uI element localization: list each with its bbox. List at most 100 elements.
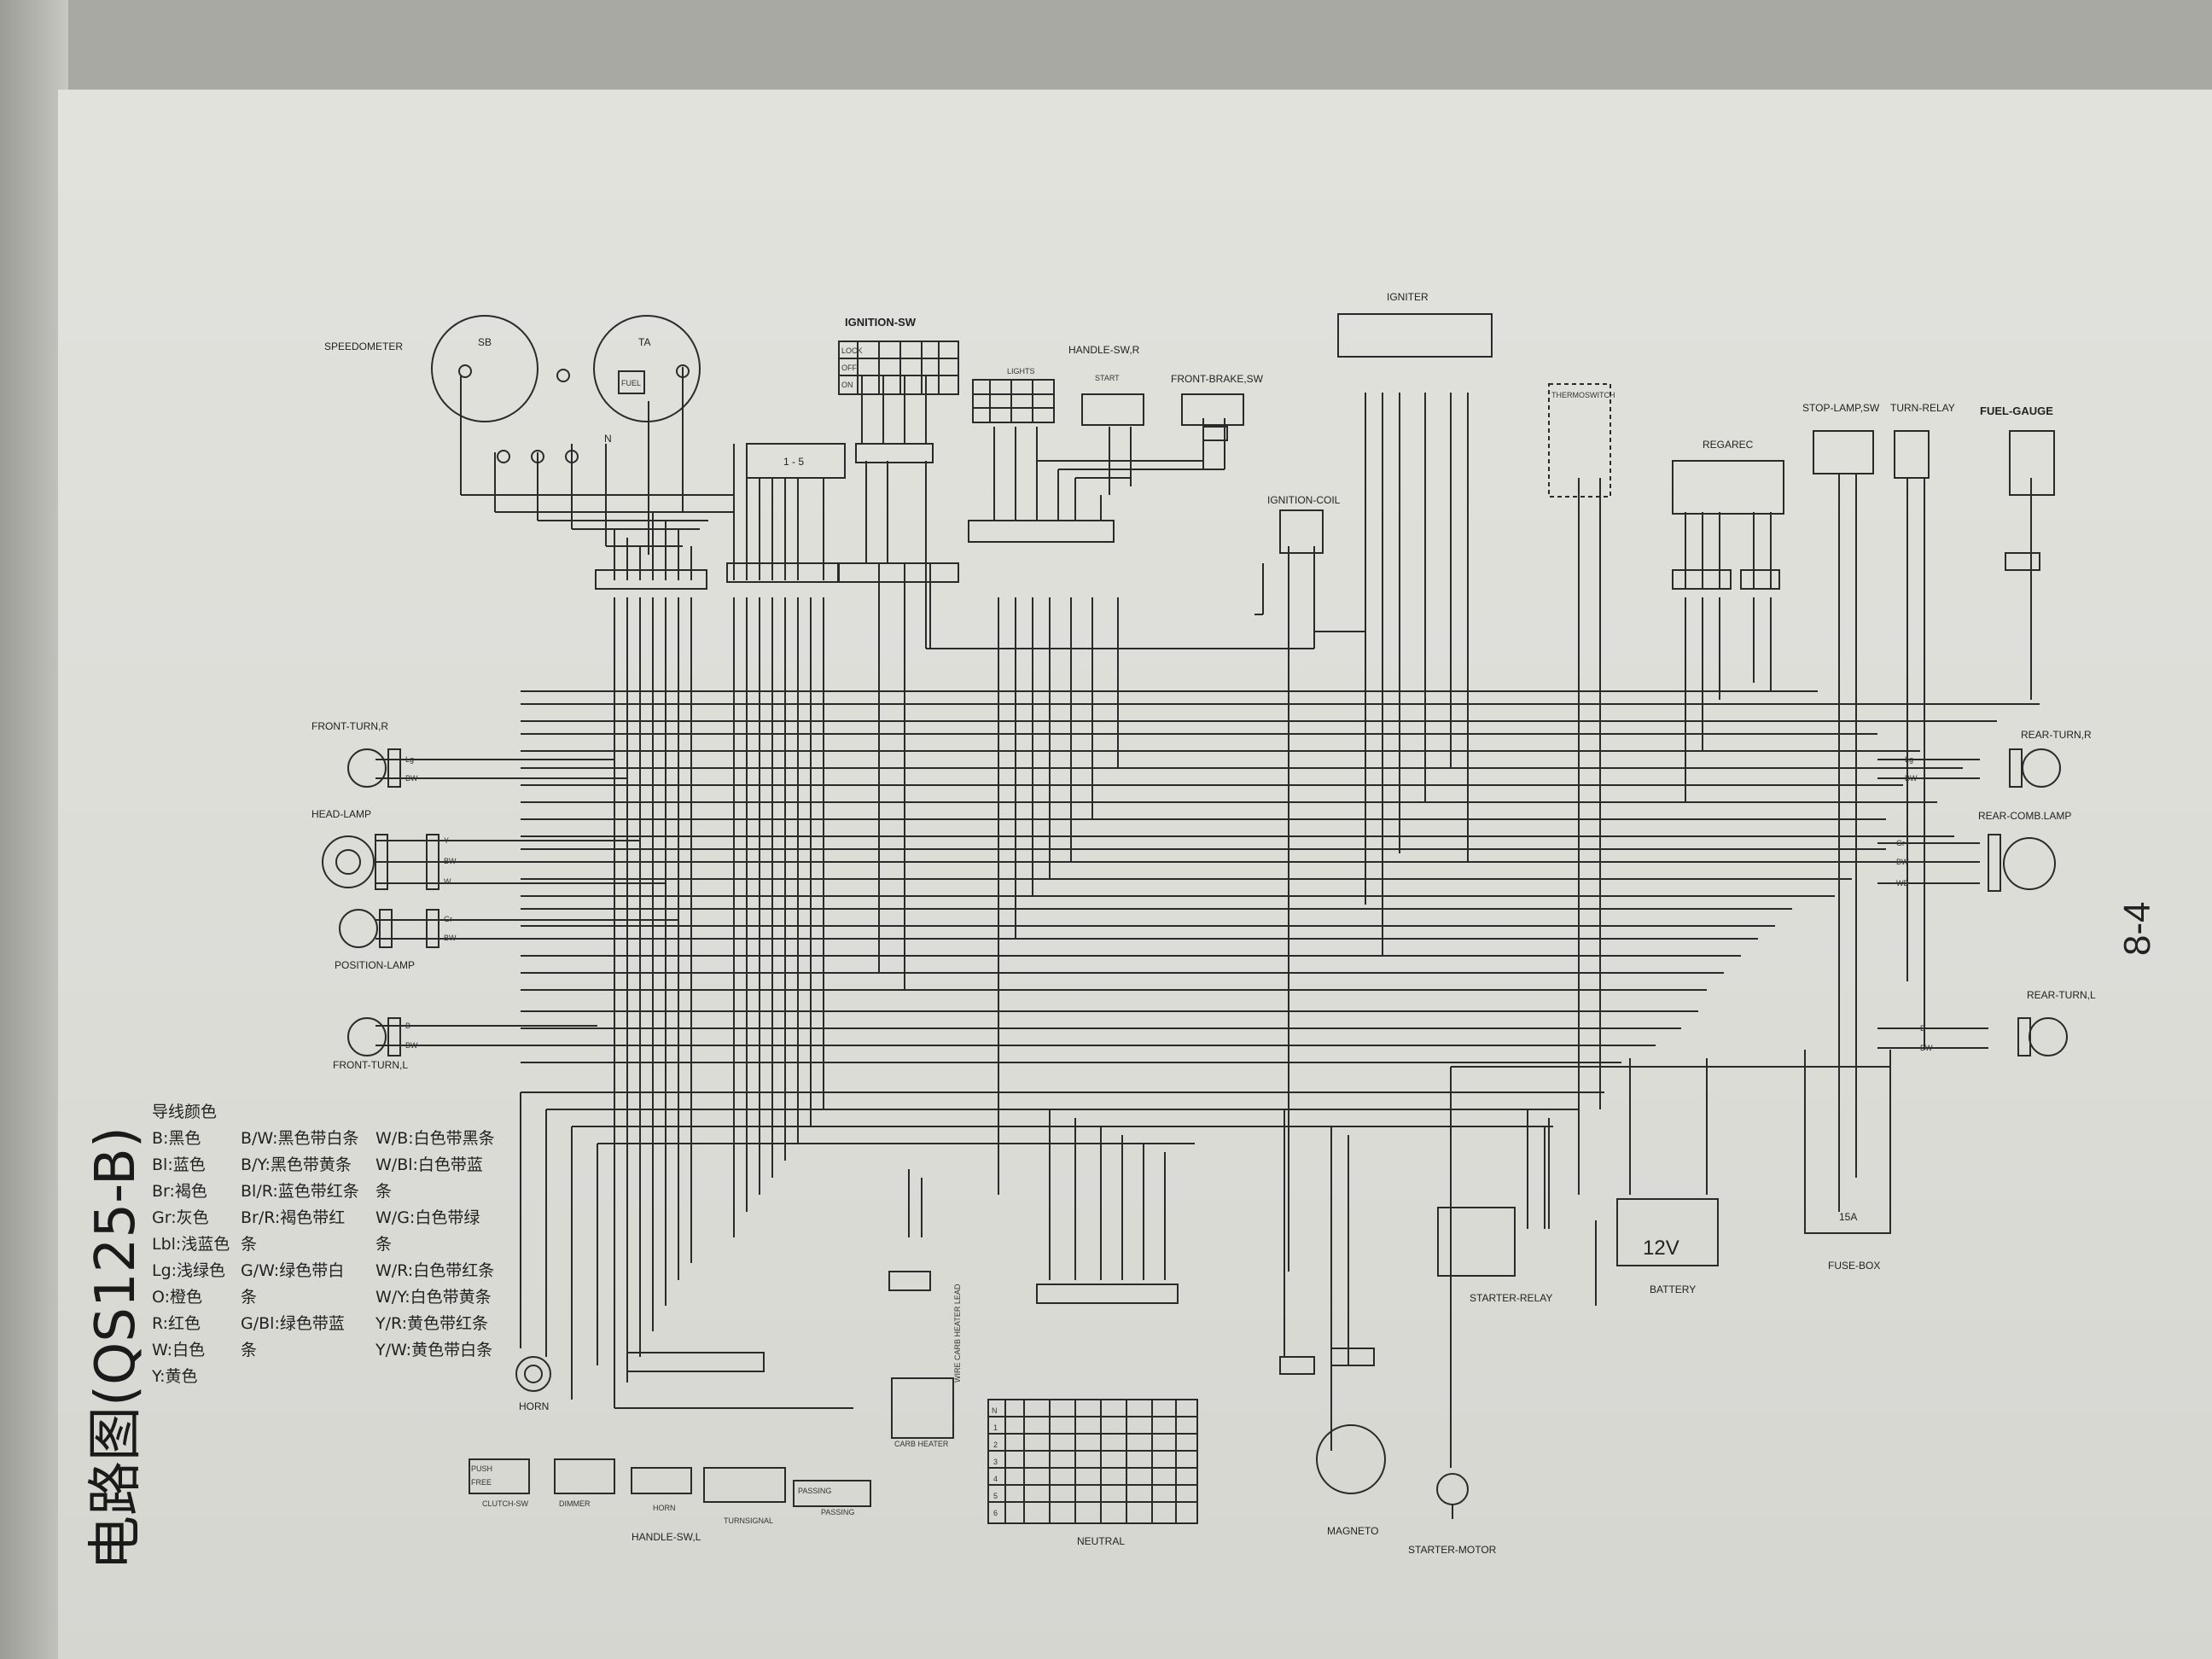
- front-brake-sw-label: FRONT-BRAKE,SW: [1171, 373, 1264, 385]
- legend-entry: Bl:蓝色: [152, 1155, 206, 1174]
- ignition-coil-label: IGNITION-COIL: [1267, 494, 1341, 506]
- legend-entry: 条: [241, 1235, 258, 1254]
- legend-entry: W/G:白色带绿: [375, 1208, 480, 1227]
- legend-entry: Br/R:褐色带红: [241, 1208, 346, 1227]
- off-label: OFF: [841, 364, 857, 372]
- legend-entry: Br:褐色: [152, 1182, 207, 1201]
- passing-sub-label: PASSING: [821, 1508, 854, 1516]
- horn-label: HORN: [519, 1400, 549, 1412]
- wire-color-legend-col2: B/W:黑色带白条 B/Y:黑色带黄条 Bl/R:蓝色带红条 Br/R:褐色带红…: [241, 1126, 359, 1364]
- passing-label: PASSING: [798, 1487, 831, 1495]
- rear-turn-l-label: REAR-TURN,L: [2027, 989, 2096, 1001]
- battery-voltage: 12V: [1643, 1237, 1679, 1260]
- rear-comb-lamp-label: REAR-COMB.LAMP: [1978, 810, 2071, 822]
- push-label: PUSH: [471, 1464, 492, 1473]
- legend-entry: R:红色: [152, 1314, 201, 1333]
- wire-carb-heater-lead-label: WIRE CARB HEATER LEAD: [953, 1284, 962, 1382]
- gear-row-6: 6: [993, 1509, 998, 1517]
- wire-tag: BW: [444, 857, 457, 865]
- regarec-label: REGAREC: [1703, 439, 1754, 451]
- lights-label: LIGHTS: [1007, 367, 1035, 375]
- n-indicator-label: N: [604, 433, 612, 445]
- fuse-box-label: FUSE-BOX: [1828, 1260, 1880, 1272]
- wire-tag: BW: [1920, 1044, 1933, 1052]
- dimmer-label: DIMMER: [559, 1499, 591, 1508]
- legend-entry: W:白色: [152, 1341, 206, 1359]
- gear-row-2: 2: [993, 1441, 998, 1449]
- gear-row-4: 4: [993, 1475, 998, 1483]
- ta-label: TA: [638, 336, 650, 348]
- front-turn-r-label: FRONT-TURN,R: [311, 720, 388, 732]
- wire-color-legend-col3: W/B:白色带黑条 W/Bl:白色带蓝 条 W/G:白色带绿 条 W/R:白色带…: [375, 1126, 495, 1364]
- legend-entry: B/W:黑色带白条: [241, 1129, 359, 1148]
- free-label: FREE: [471, 1478, 492, 1487]
- legend-entry: Lg:浅绿色: [152, 1261, 226, 1280]
- neutral-label: NEUTRAL: [1077, 1535, 1125, 1547]
- wire-tag: Lg: [1905, 755, 1913, 764]
- manual-page: [58, 90, 2212, 1659]
- on-label: ON: [841, 381, 853, 389]
- gear-row-3: 3: [993, 1458, 998, 1466]
- legend-entry: W/Bl:白色带蓝: [375, 1155, 483, 1174]
- wire-tag: W: [444, 877, 451, 886]
- gear-row-1: 1: [993, 1423, 998, 1432]
- gear-row-n: N: [992, 1406, 998, 1415]
- legend-entry: G/W:绿色带白: [241, 1261, 345, 1280]
- page-title: 电路图(QS125-B): [84, 1126, 148, 1570]
- wire-tag: Lg: [405, 755, 414, 764]
- wire-tag: B: [1920, 1024, 1925, 1033]
- fuel-gauge-label: FUEL-GAUGE: [1980, 405, 2053, 417]
- handle-sw-r-label: HANDLE-SW,R: [1068, 344, 1140, 356]
- legend-entry: B/Y:黑色带黄条: [241, 1155, 352, 1174]
- rear-turn-r-label: REAR-TURN,R: [2021, 729, 2092, 741]
- legend-heading: 导线颜色: [152, 1103, 218, 1121]
- stop-lamp-sw-label: STOP-LAMP,SW: [1802, 402, 1880, 414]
- wire-tag: BW: [1896, 858, 1909, 866]
- wire-tag: B: [405, 1022, 410, 1030]
- sb-label: SB: [478, 336, 492, 348]
- legend-entry: 条: [241, 1288, 258, 1307]
- wire-tag: Gr: [1896, 839, 1905, 847]
- legend-entry: W/R:白色带红条: [375, 1261, 495, 1280]
- legend-entry: 条: [375, 1182, 393, 1201]
- position-lamp-label: POSITION-LAMP: [335, 959, 415, 971]
- one-five-label: 1 - 5: [783, 456, 804, 468]
- speedometer-label: SPEEDOMETER: [324, 341, 403, 352]
- magneto-label: MAGNETO: [1327, 1525, 1378, 1537]
- ignition-sw-label: IGNITION-SW: [845, 316, 917, 329]
- wire-tag: BW: [1905, 774, 1918, 783]
- fuel-label: FUEL: [621, 379, 641, 387]
- horn-switch-label: HORN: [653, 1504, 676, 1512]
- wire-color-legend-col1: 导线颜色 B:黑色 Bl:蓝色 Br:褐色 Gr:灰色 Lbl:浅蓝色 Lg:浅…: [152, 1099, 230, 1390]
- wire-tag: BW: [405, 774, 418, 783]
- page-shadow-edge: [0, 0, 68, 1659]
- starter-relay-label: STARTER-RELAY: [1470, 1292, 1552, 1304]
- legend-entry: Lbl:浅蓝色: [152, 1235, 230, 1254]
- start-label: START: [1095, 374, 1120, 382]
- clutch-sw-label: CLUTCH-SW: [482, 1499, 529, 1508]
- legend-entry: O:橙色: [152, 1288, 203, 1307]
- igniter-label: IGNITER: [1387, 291, 1429, 303]
- lock-label: LOCK: [841, 346, 863, 355]
- front-turn-l-label: FRONT-TURN,L: [333, 1059, 408, 1071]
- legend-entry: 条: [241, 1341, 258, 1359]
- legend-entry: W/Y:白色带黄条: [375, 1288, 492, 1307]
- wire-tag: Y: [444, 836, 449, 845]
- starter-motor-label: STARTER-MOTOR: [1408, 1544, 1497, 1556]
- legend-entry: G/Bl:绿色带蓝: [241, 1314, 345, 1333]
- battery-label: BATTERY: [1650, 1284, 1696, 1295]
- turn-relay-label: TURN-RELAY: [1890, 402, 1955, 414]
- legend-entry: Y/R:黄色带红条: [375, 1314, 489, 1333]
- carb-heater-label: CARB HEATER: [894, 1440, 949, 1448]
- legend-entry: W/B:白色带黑条: [375, 1129, 495, 1148]
- thermoswitch-label: THERMOSWITCH: [1551, 391, 1615, 399]
- turnsignal-label: TURNSIGNAL: [724, 1516, 773, 1525]
- page-number: 8-4: [2116, 901, 2158, 956]
- legend-entry: Bl/R:蓝色带红条: [241, 1182, 359, 1201]
- fuse-rating: 15A: [1839, 1211, 1857, 1223]
- gear-row-5: 5: [993, 1492, 998, 1500]
- handle-sw-l-label: HANDLE-SW,L: [632, 1531, 701, 1543]
- wire-tag: BW: [444, 934, 457, 942]
- legend-entry: Y:黄色: [152, 1367, 198, 1386]
